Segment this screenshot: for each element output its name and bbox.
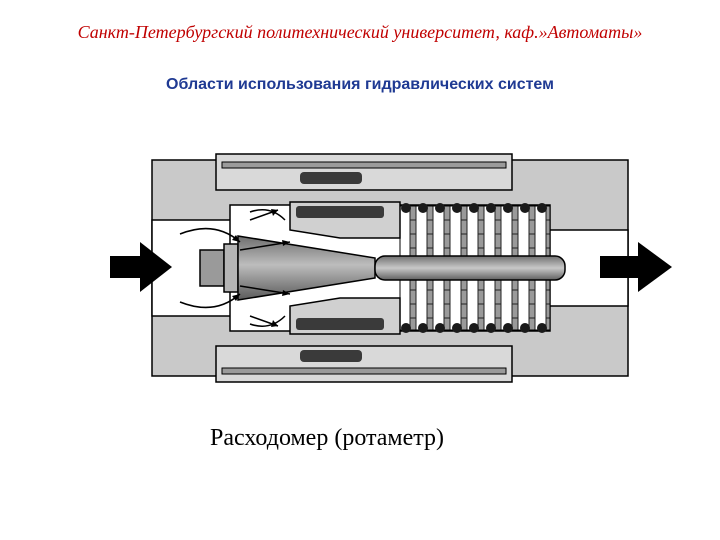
outlet-arrow — [600, 242, 672, 292]
rotameter-diagram — [110, 153, 672, 383]
flow-arrowheads — [232, 209, 290, 327]
inlet-arrow — [110, 242, 172, 292]
university-header: Санкт-Петербургский политехнический унив… — [77, 22, 643, 42]
orifice-ring — [289, 201, 401, 335]
slide-title: Области использования гидравлических сис… — [166, 76, 554, 93]
float-cone — [199, 235, 566, 301]
figure-caption: Расходомер (ротаметр) — [210, 425, 445, 451]
